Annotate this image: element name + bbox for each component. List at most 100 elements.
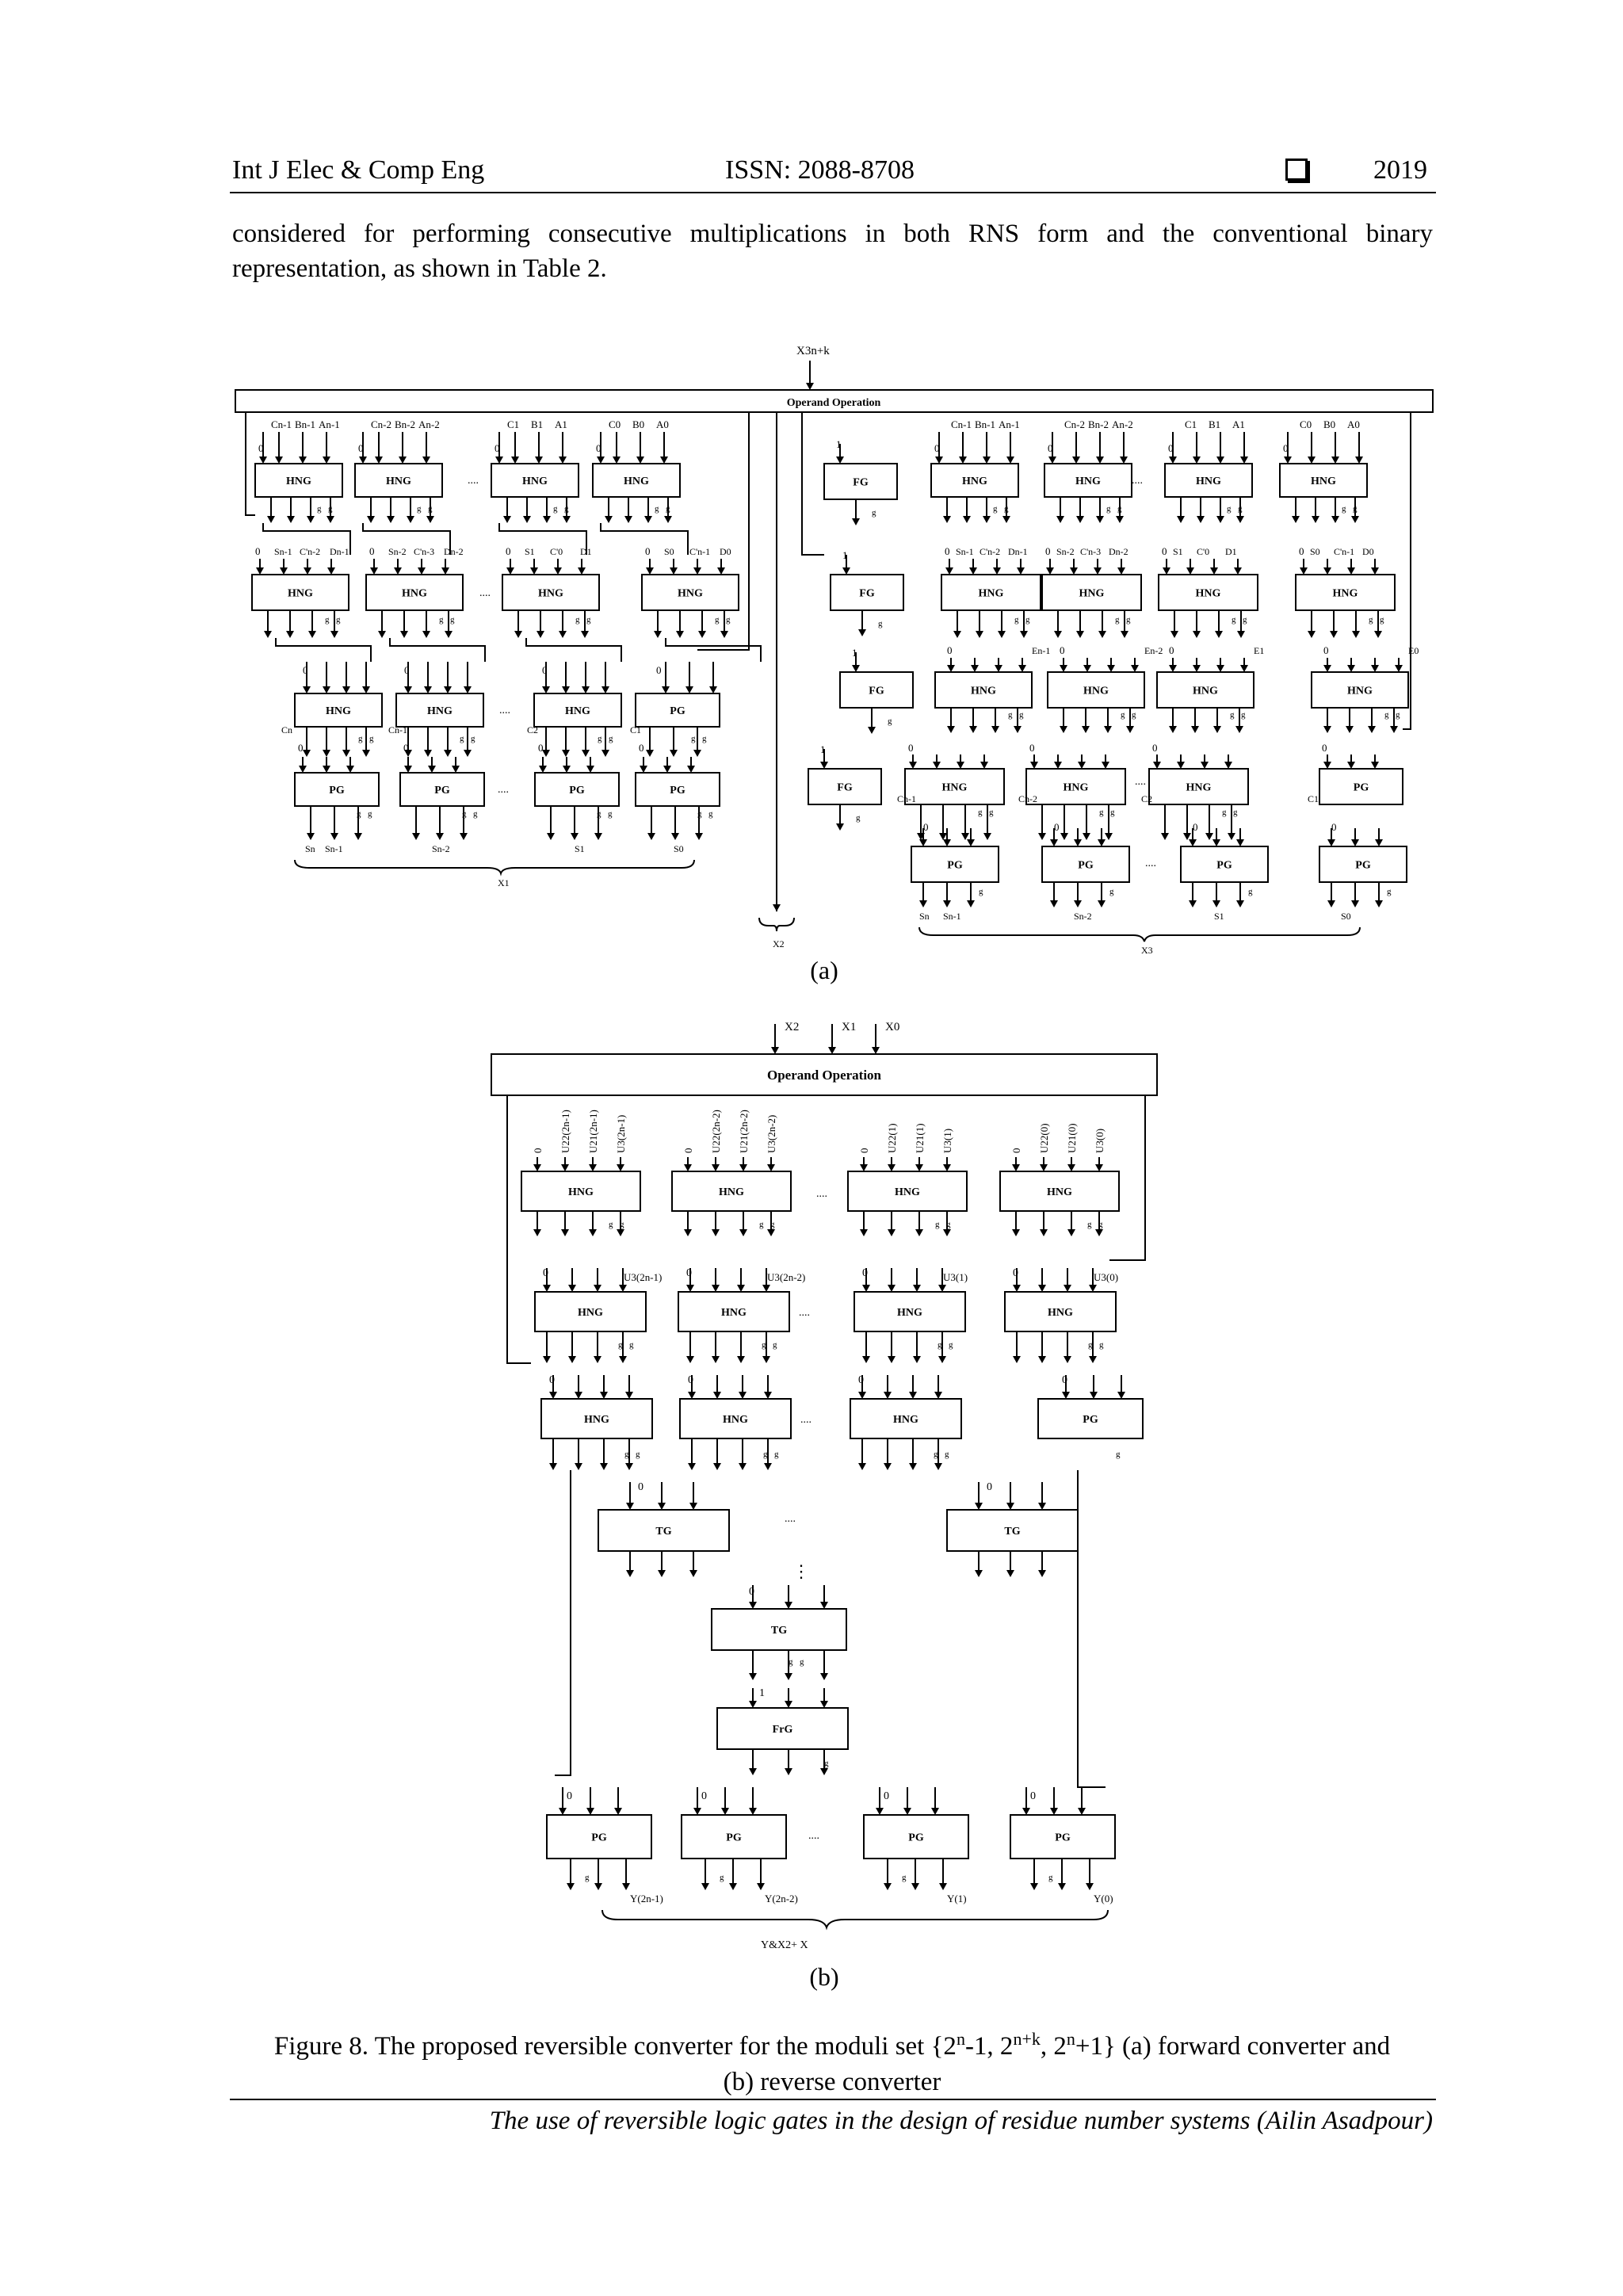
arrowhead: [1012, 1229, 1020, 1236]
arrowhead: [1284, 457, 1292, 464]
arrowhead: [1312, 516, 1319, 523]
wire: [1109, 1095, 1146, 1261]
hng-l2c: [502, 574, 600, 611]
arrowhead: [1076, 631, 1084, 638]
fg-r4-label: FG: [837, 782, 853, 794]
dots-r1: ....: [1132, 475, 1143, 487]
arrowhead: [959, 457, 967, 464]
arrowhead: [967, 900, 975, 907]
arrowhead: [1351, 516, 1359, 523]
tg-b5-label: TG: [771, 1625, 787, 1637]
const-zero: 0: [549, 1374, 555, 1386]
arrowhead: [1193, 631, 1201, 638]
arrowhead: [275, 457, 283, 464]
carry-label: C1: [1308, 793, 1319, 804]
arrowhead: [563, 516, 571, 523]
arrowhead: [1040, 1164, 1048, 1171]
arrowhead: [1038, 1356, 1046, 1363]
arrowhead: [991, 726, 999, 733]
arrowhead: [1030, 762, 1038, 769]
hng-r2b: [1041, 574, 1142, 611]
garbage-label: g: [618, 1340, 623, 1350]
input-label: U22(2n-2): [710, 1110, 722, 1153]
arrowhead: [307, 833, 315, 840]
input-label: S1: [525, 546, 535, 557]
const-zero: 0: [945, 545, 950, 557]
wire: [697, 412, 750, 651]
arrowhead: [582, 686, 590, 693]
arrowhead: [1098, 631, 1106, 638]
operand-operation-box-a: [235, 389, 1434, 413]
input-label: Sn-2: [388, 546, 407, 557]
arrowhead: [1056, 516, 1064, 523]
arrowhead: [1347, 567, 1355, 575]
arrowhead: [1234, 567, 1242, 575]
hng-r1b: [1044, 463, 1132, 498]
const-zero: 0: [1193, 821, 1198, 833]
hng-b1a-label: HNG: [568, 1186, 594, 1198]
garbage-label: g: [1087, 1220, 1092, 1229]
pg-r5a: [911, 846, 999, 883]
arrowhead: [976, 631, 983, 638]
arrowhead: [1371, 665, 1379, 672]
hng-b2d-label: HNG: [1048, 1307, 1073, 1319]
arrowhead: [658, 1503, 666, 1510]
arrowhead: [749, 1673, 757, 1680]
brace-x3: [918, 926, 1361, 942]
input-label: C'0: [550, 546, 563, 557]
const-zero: 0: [542, 664, 548, 676]
fg-r2: [830, 574, 904, 611]
input-label: B1: [531, 418, 543, 430]
const-zero: 0: [1054, 821, 1060, 833]
garbage-label: g: [702, 734, 707, 743]
arrowhead: [1006, 457, 1014, 464]
arrowhead: [1058, 1883, 1066, 1890]
hng-b1c: [847, 1171, 968, 1212]
input-label: U3(0): [1094, 1129, 1106, 1153]
arrowhead: [354, 833, 362, 840]
input-label: C'n-3: [414, 546, 434, 557]
arrowhead: [947, 726, 955, 733]
out-sn: Sn: [305, 843, 315, 854]
hng-r4a-label: HNG: [942, 782, 968, 794]
arrowhead: [1078, 762, 1086, 769]
arrowhead: [394, 567, 402, 575]
tg-b4a: [598, 1509, 730, 1552]
arrowhead: [903, 1808, 911, 1815]
arrowhead: [1346, 726, 1354, 733]
const-zero: 0: [908, 742, 914, 754]
sublabel-b: (b): [809, 1962, 838, 1991]
input-label: C1: [1185, 418, 1197, 430]
input-label: A1: [555, 418, 567, 430]
input-label: U3(1): [941, 1129, 953, 1153]
arrowhead: [543, 516, 551, 523]
arrowhead: [1236, 839, 1244, 846]
garbage-label: g: [949, 1340, 953, 1350]
arrowhead: [1308, 457, 1316, 464]
arrowhead: [1096, 516, 1104, 523]
pg-l4d-label: PG: [670, 785, 685, 797]
garbage-label: g: [1126, 615, 1131, 625]
out-r-sn: Sn: [919, 911, 930, 922]
garbage-label: g: [1380, 615, 1384, 625]
arrowhead: [658, 1570, 666, 1577]
arrowhead: [1098, 900, 1106, 907]
arrowhead: [303, 750, 311, 757]
arrowhead: [1030, 1883, 1038, 1890]
footer-title: The use of reversible logic gates in the…: [489, 2107, 1433, 2135]
garbage-label: g: [417, 504, 422, 514]
arrowhead: [267, 516, 275, 523]
wire: [600, 523, 689, 555]
arrowhead: [549, 1463, 557, 1470]
hng-r3b: [1047, 671, 1145, 709]
garbage-label: g: [691, 734, 696, 743]
pg-b3d-label: PG: [1083, 1414, 1098, 1426]
arrowhead: [1006, 1570, 1014, 1577]
fg-r3-label: FG: [869, 686, 884, 697]
arrowhead: [934, 1463, 942, 1470]
arrowhead: [820, 1602, 828, 1609]
arrowhead: [464, 686, 472, 693]
pg-l4c: [534, 772, 620, 807]
arrowhead: [757, 1883, 765, 1890]
const-zero: 0: [947, 644, 953, 656]
